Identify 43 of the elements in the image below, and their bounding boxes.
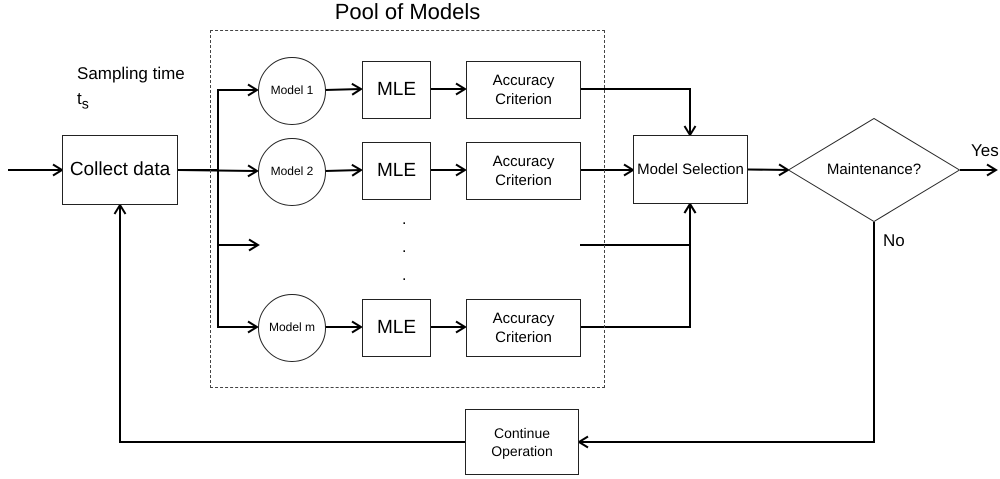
process-box [362, 299, 431, 357]
process-box [465, 409, 579, 475]
group-heading: Pool of Models [334, 0, 482, 25]
node-label: MLE [376, 316, 418, 340]
edge-label: Yes [970, 142, 1000, 159]
arrow [324, 164, 362, 177]
node-label: Model m [268, 320, 316, 336]
arrow [580, 88, 696, 136]
node-label: MLE [376, 78, 418, 102]
node-label: MLE [376, 158, 418, 183]
process-box [466, 142, 581, 200]
node-label: Model 2 [270, 164, 314, 180]
arrow [324, 82, 362, 96]
edge-label: No [882, 232, 906, 249]
node-label: Accuracy Criterion [492, 70, 556, 110]
process-box [466, 299, 581, 357]
node-label: Collect data [68, 158, 172, 182]
node-label: Model 1 [270, 83, 314, 99]
node-label: Model Selection [636, 160, 745, 180]
sampling-note: Sampling time t$_{s}$ [77, 63, 186, 114]
node-label: Accuracy Criterion [492, 308, 556, 348]
arrow [8, 164, 63, 176]
arrow [578, 222, 875, 448]
ellipsis-dot: . [402, 212, 406, 228]
arrow [178, 169, 258, 334]
node-label: Continue Operation [490, 424, 554, 460]
process-box [466, 61, 581, 119]
node-label: Maintenance? [826, 160, 922, 180]
arrow [580, 164, 634, 176]
node-label: Accuracy Criterion [492, 152, 556, 190]
process-box [633, 135, 748, 204]
ellipsis-dot: . [402, 240, 406, 256]
arrow [325, 320, 362, 334]
arrow [960, 164, 997, 176]
process-box [362, 61, 431, 119]
arrow [430, 164, 466, 176]
ellipsis-dot: . [402, 268, 406, 284]
process-box [362, 142, 431, 200]
arrow [748, 163, 789, 176]
arrow [580, 203, 696, 328]
arrow [430, 82, 466, 96]
arrow [114, 204, 465, 443]
arrow [430, 320, 466, 334]
